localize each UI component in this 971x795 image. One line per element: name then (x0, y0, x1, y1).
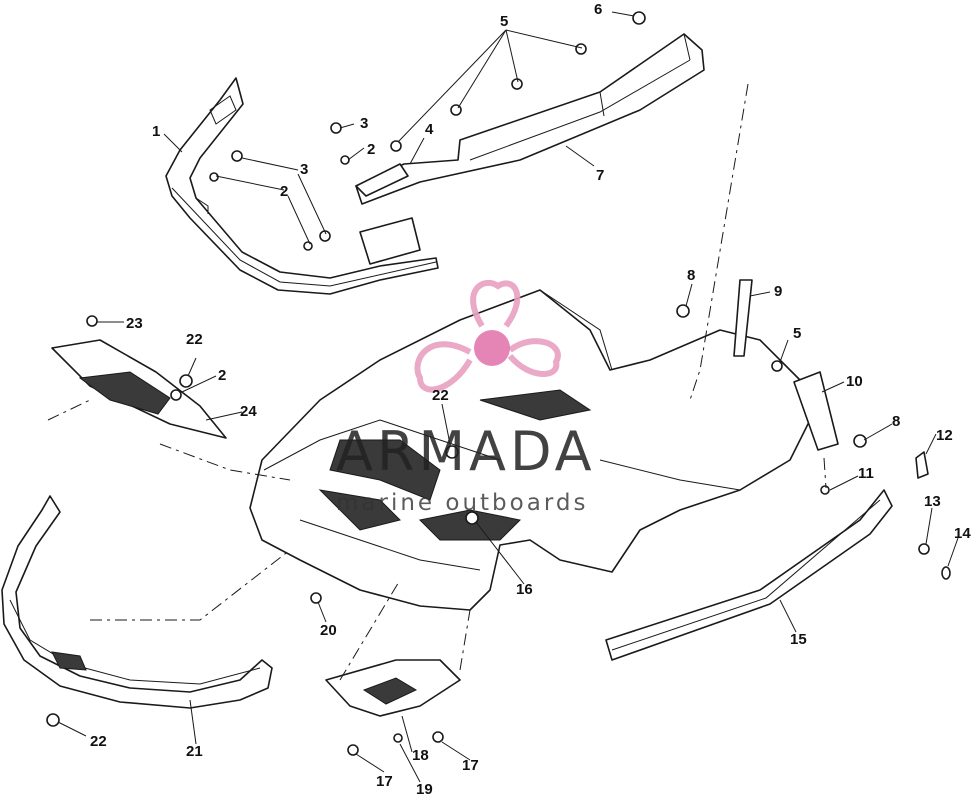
part-15-front-rail (605, 489, 893, 661)
callout-23: 23 (126, 315, 143, 332)
callout-17-b: 17 (462, 757, 479, 774)
callout-7: 7 (596, 167, 604, 184)
part-18-lower-bracket (325, 659, 461, 717)
callout-21: 21 (186, 743, 203, 760)
callout-15: 15 (790, 631, 807, 648)
callout-16: 16 (516, 581, 533, 598)
callout-13: 13 (924, 493, 941, 510)
callout-19: 19 (416, 781, 433, 795)
callout-24: 24 (240, 403, 257, 420)
callout-2-c: 2 (218, 367, 226, 384)
callout-22-b: 22 (432, 387, 449, 404)
callout-5-a: 5 (500, 13, 508, 30)
hardware-glyphs (46, 11, 951, 756)
callout-labels: 1 2 2 2 3 3 4 5 5 6 7 8 8 9 10 11 12 13 … (90, 1, 971, 795)
part-7-upper-bracket (355, 33, 705, 205)
callout-6: 6 (594, 1, 602, 18)
armada-watermark: ARMADA marine outboards (336, 279, 596, 516)
propeller-logo-icon (414, 279, 561, 393)
callout-5-b: 5 (793, 325, 801, 342)
callout-2-b: 2 (367, 141, 375, 158)
part-24-left-panel (51, 339, 227, 439)
callout-2-a: 2 (280, 183, 288, 200)
callout-22-c: 22 (90, 733, 107, 750)
callout-4: 4 (425, 121, 434, 138)
part-1-left-bracket (165, 77, 439, 295)
callout-9: 9 (774, 283, 782, 300)
callout-3-a: 3 (360, 115, 368, 132)
callout-3-b: 3 (300, 161, 308, 178)
watermark-tagline: marine outboards (336, 490, 588, 516)
callout-8-a: 8 (687, 267, 695, 284)
callout-17-a: 17 (376, 773, 393, 790)
assembly-dash-lines (47, 83, 827, 681)
main-hood-body (249, 289, 811, 611)
callout-10: 10 (846, 373, 863, 390)
callout-20: 20 (320, 622, 337, 639)
leader-lines (57, 11, 959, 783)
part-10-mount-bracket (793, 371, 839, 451)
part-9-strap (733, 279, 753, 357)
watermark-brand: ARMADA (336, 420, 596, 483)
callout-1: 1 (152, 123, 160, 140)
callout-14: 14 (954, 525, 971, 542)
callout-11: 11 (858, 465, 874, 482)
callout-22-a: 22 (186, 331, 203, 348)
part-21-left-trim (1, 495, 273, 709)
callout-8-b: 8 (892, 413, 900, 430)
callout-12: 12 (936, 427, 953, 444)
callout-18: 18 (412, 747, 429, 764)
